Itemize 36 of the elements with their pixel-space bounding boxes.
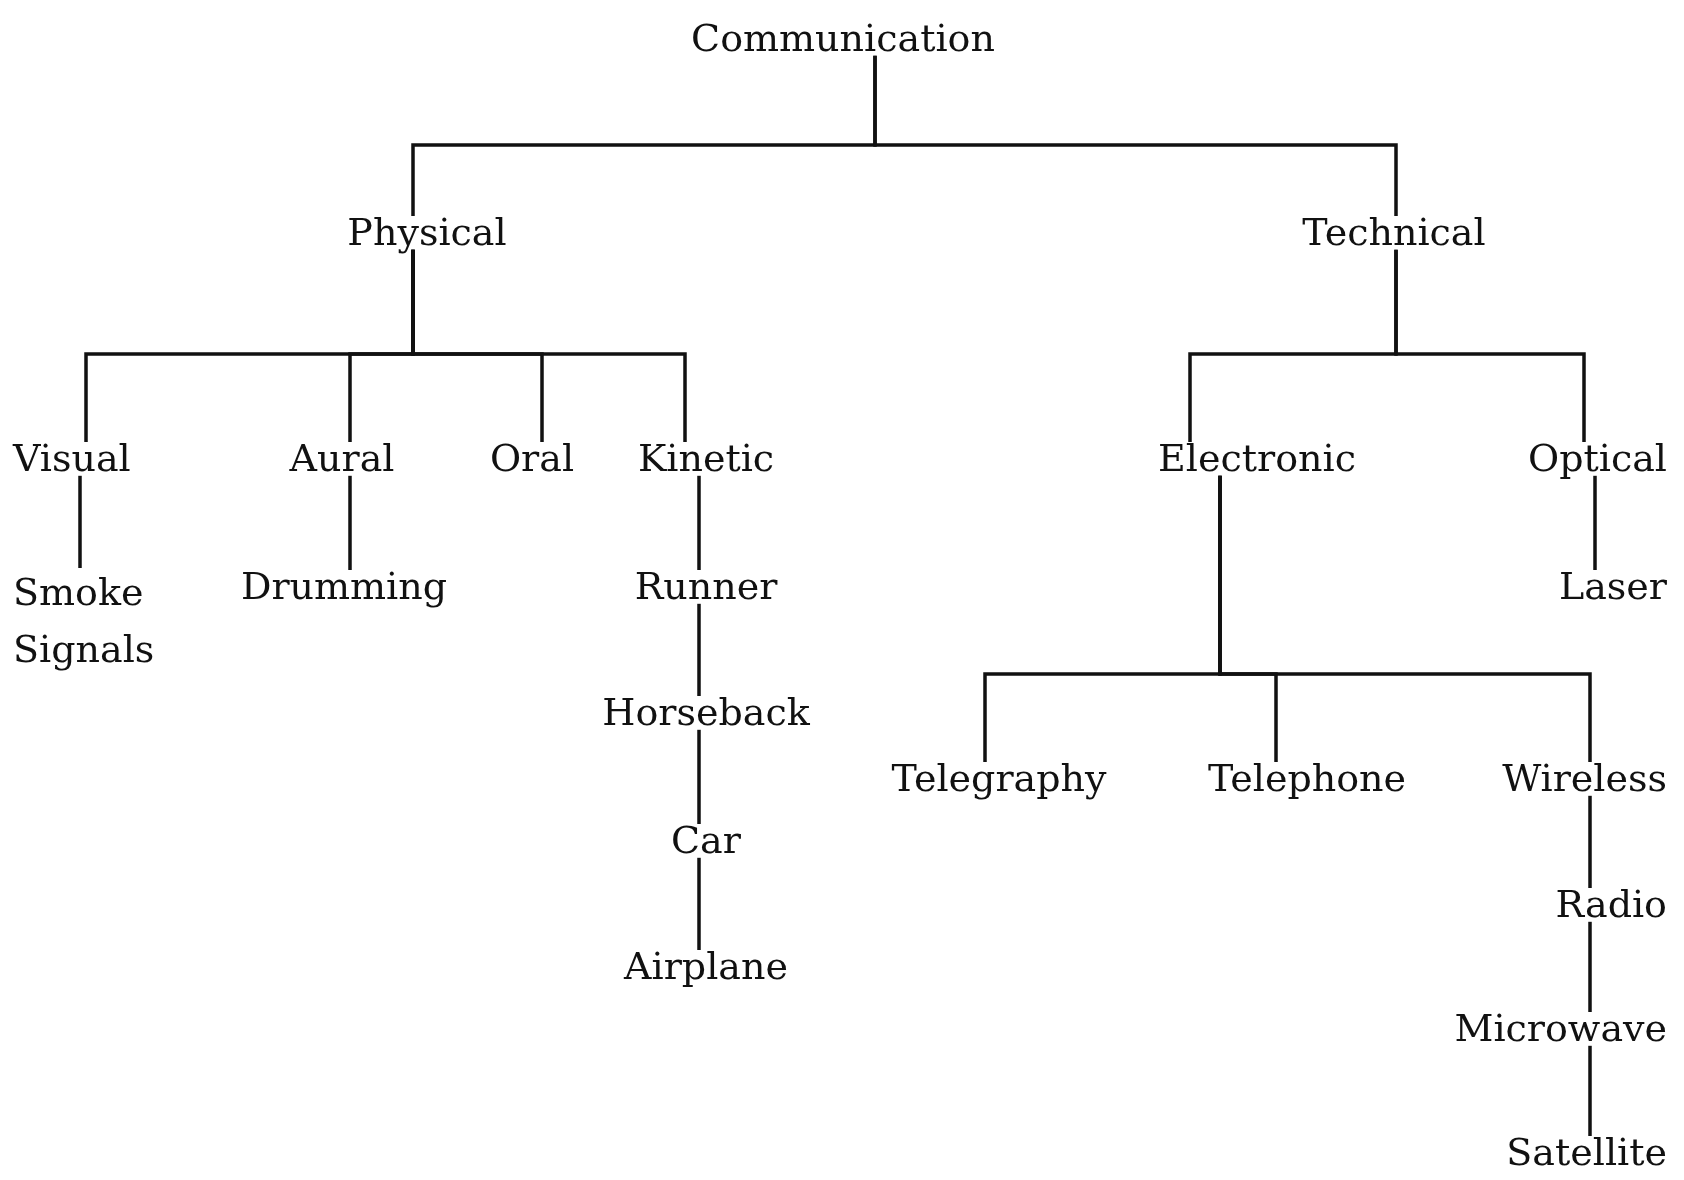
node-label: Kinetic xyxy=(637,438,775,480)
connector-line xyxy=(1588,921,1592,1012)
node-label: Visual xyxy=(13,438,131,480)
node-label: Airplane xyxy=(624,946,788,988)
node-label: Microwave xyxy=(1454,1008,1667,1050)
node-label: Laser xyxy=(1558,566,1667,608)
node-label: Runner xyxy=(634,566,778,608)
node-label: Oral xyxy=(489,438,575,480)
connector-line xyxy=(697,603,701,696)
node-label: Horseback xyxy=(602,692,810,734)
connector-line xyxy=(78,475,82,568)
node-label: Telegraphy xyxy=(891,758,1107,800)
connector-line xyxy=(873,55,1398,216)
connector-line xyxy=(1218,475,1592,762)
connector-line xyxy=(348,475,352,570)
node-label: Drumming xyxy=(240,566,448,608)
node-label: Radio xyxy=(1555,884,1667,926)
node-label: Satellite xyxy=(1506,1132,1667,1174)
connector-line xyxy=(411,249,687,442)
connector-line xyxy=(1394,249,1586,442)
node-label: Communication xyxy=(691,18,995,60)
connector-line xyxy=(697,729,701,824)
connector-line xyxy=(697,857,701,950)
connector-line xyxy=(697,475,701,570)
node-label: Physical xyxy=(347,212,507,254)
node-label: Telephone xyxy=(1207,758,1407,800)
node-label: Technical xyxy=(1302,212,1486,254)
connector-line xyxy=(1593,475,1597,570)
node-label: Electronic xyxy=(1158,438,1356,480)
connector-line xyxy=(1588,795,1592,888)
node-label: Aural xyxy=(289,438,395,480)
node-label: Car xyxy=(671,820,741,862)
node-label: Smoke Signals xyxy=(13,564,203,678)
node-label: Wireless xyxy=(1502,758,1667,800)
node-label: Optical xyxy=(1528,438,1667,480)
connector-line xyxy=(1588,1045,1592,1136)
